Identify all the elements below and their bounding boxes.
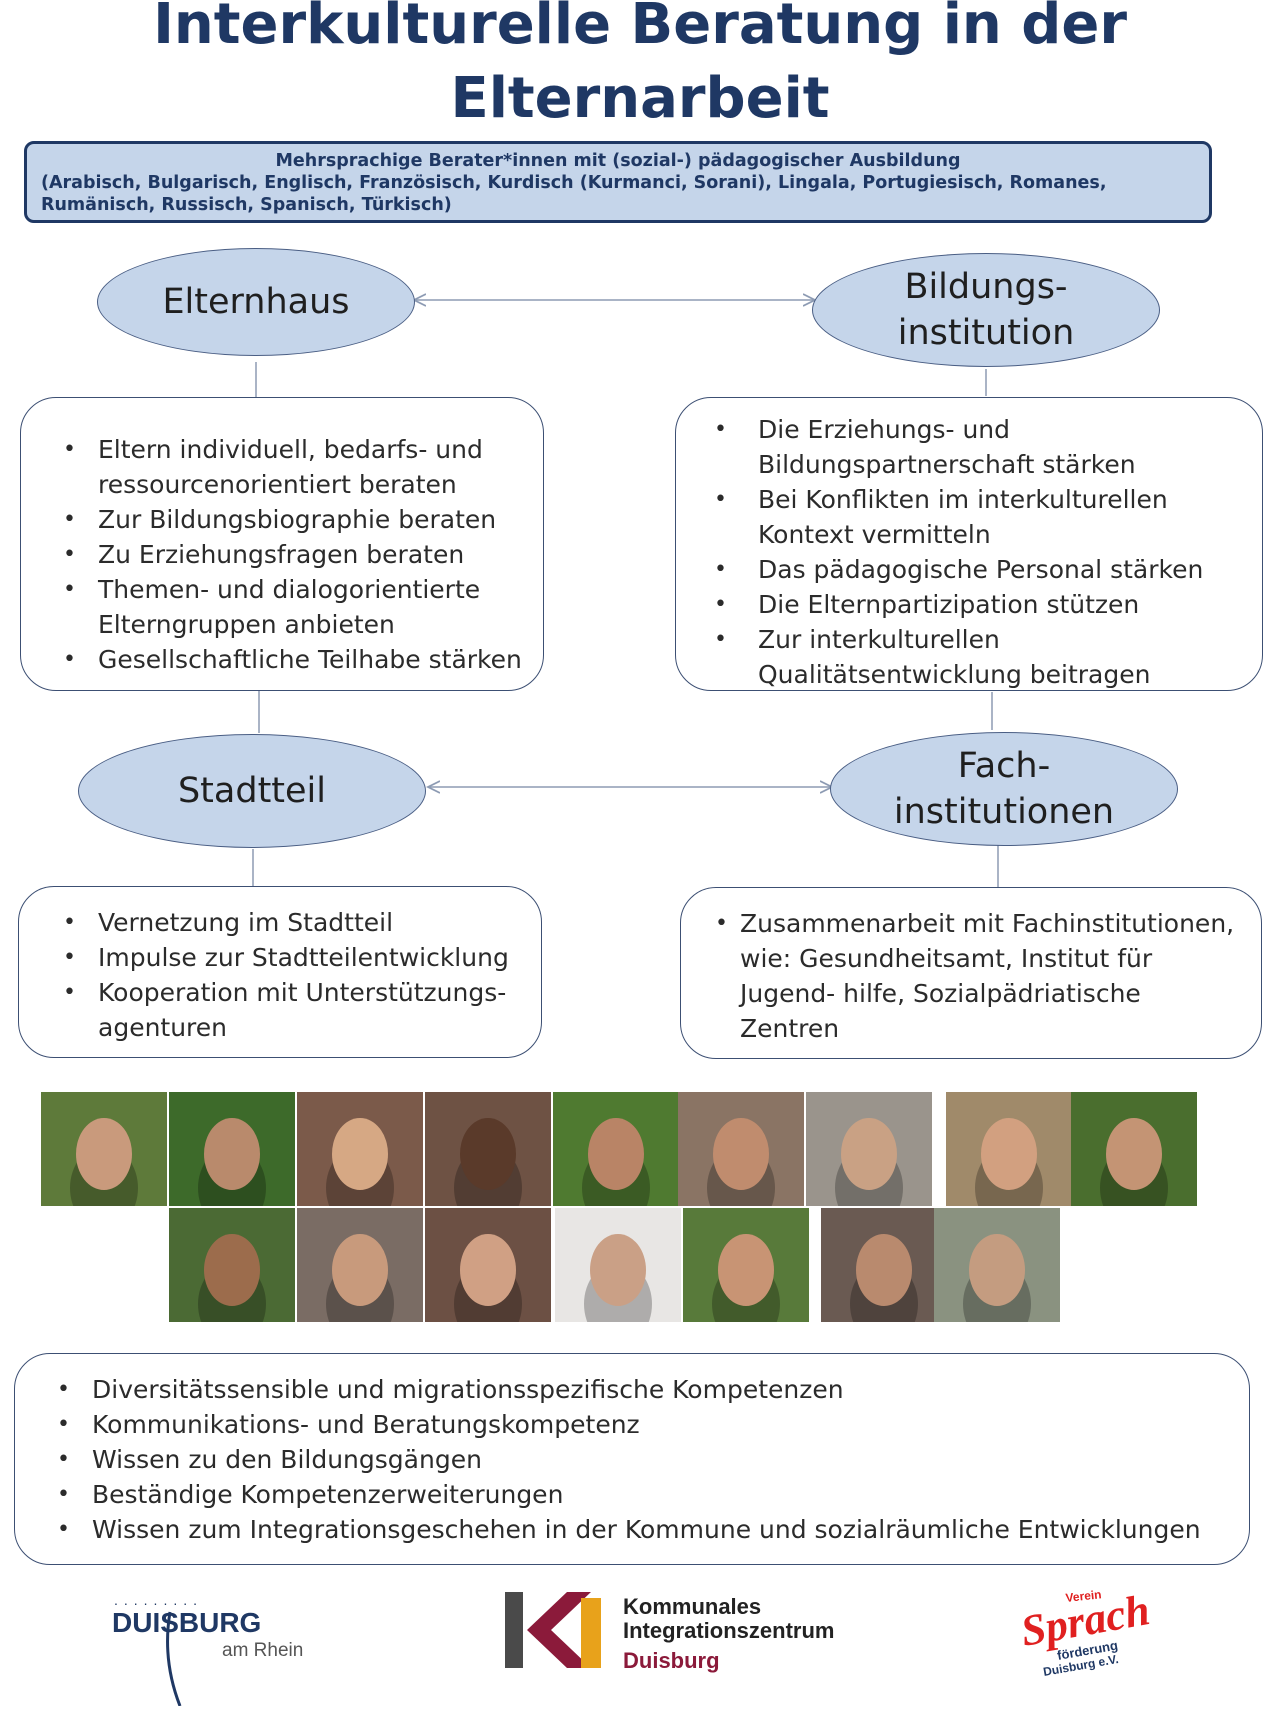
list-item: Zur interkulturellen Qualitätsentwicklun… — [694, 622, 1248, 692]
ki-line1: Kommunales — [623, 1594, 761, 1619]
stadtteil-list: Vernetzung im Stadtteil Impulse zur Stad… — [43, 905, 523, 1045]
counselor-photo — [169, 1208, 295, 1322]
elternhaus-box: Eltern individuell, bedarfs- und ressour… — [20, 397, 544, 691]
counselor-photo — [934, 1208, 1060, 1322]
list-item: Zu Erziehungsfragen beraten — [43, 537, 525, 572]
sprachfoerderung-logo: Verein Sprach förderung Duisburg e.V. — [1017, 1580, 1158, 1680]
counselor-photo — [821, 1208, 947, 1322]
competencies-box: Diversitätssensible und migrationsspezif… — [14, 1353, 1250, 1565]
list-item: Wissen zu den Bildungsgängen — [37, 1442, 1231, 1477]
counselor-photo — [678, 1092, 804, 1206]
ki-line3: Duisburg — [623, 1648, 720, 1673]
list-item: Kooperation mit Unterstützungs- agenture… — [43, 975, 523, 1045]
list-item: Impulse zur Stadtteilentwicklung — [43, 940, 523, 975]
counselor-photo — [425, 1092, 551, 1206]
node-bildung-line1: Bildungs- — [904, 267, 1068, 307]
list-item: Zur Bildungsbiographie beraten — [43, 502, 525, 537]
list-item: Kommunikations- und Beratungskompetenz — [37, 1407, 1231, 1442]
list-item: Zusammenarbeit mit Fachinstitutionen, wi… — [695, 906, 1247, 1046]
stadtteil-box: Vernetzung im Stadtteil Impulse zur Stad… — [18, 886, 542, 1058]
svg-text:.........: ......... — [114, 1592, 203, 1608]
counselor-photo — [169, 1092, 295, 1206]
list-item: Vernetzung im Stadtteil — [43, 905, 523, 940]
sprach-top: Verein — [1065, 1587, 1102, 1605]
list-item: Diversitätssensible und migrationsspezif… — [37, 1372, 1231, 1407]
node-stadtteil-label: Stadtteil — [177, 771, 327, 811]
list-item: Bei Konflikten im interkulturellen Konte… — [694, 482, 1248, 552]
node-elternhaus-label: Elternhaus — [162, 282, 350, 322]
competencies-list: Diversitätssensible und migrationsspezif… — [37, 1372, 1231, 1547]
counselor-photo — [297, 1092, 423, 1206]
counselor-photo — [297, 1208, 423, 1322]
duisburg-sub: am Rhein — [222, 1640, 303, 1661]
list-item: Die Elternpartizipation stützen — [694, 587, 1248, 622]
banner-headline: Mehrsprachige Berater*innen mit (sozial-… — [275, 151, 961, 171]
counselor-photo — [425, 1208, 551, 1322]
node-bildung-line2: institution — [897, 313, 1075, 353]
duisburg-name: DUISBURG — [112, 1607, 261, 1638]
node-fach-line2: institutionen — [893, 792, 1115, 832]
ki-logo: Kommunales Integrationszentrum Duisburg — [505, 1588, 885, 1678]
counselor-photo — [806, 1092, 932, 1206]
bildung-box: Die Erziehungs- und Bildungspartnerschaf… — [675, 397, 1263, 691]
page-title: Interkulturelle Beratung in der Elternar… — [153, 0, 1127, 131]
counselor-photo — [683, 1208, 809, 1322]
fach-list: Zusammenarbeit mit Fachinstitutionen, wi… — [695, 906, 1247, 1046]
list-item: Eltern individuell, bedarfs- und ressour… — [43, 432, 525, 502]
list-item: Themen- und dialogorientierte Elterngrup… — [43, 572, 525, 642]
fach-box: Zusammenarbeit mit Fachinstitutionen, wi… — [680, 887, 1262, 1059]
list-item: Beständige Kompetenzerweiterungen — [37, 1477, 1231, 1512]
list-item: Das pädagogische Personal stärken — [694, 552, 1248, 587]
counselor-photo — [555, 1208, 681, 1322]
node-elternhaus: Elternhaus — [97, 248, 415, 356]
list-item: Wissen zum Integrationsgeschehen in der … — [37, 1512, 1231, 1547]
banner-languages: (Arabisch, Bulgarisch, Englisch, Französ… — [41, 173, 1107, 215]
counselor-photo — [41, 1092, 167, 1206]
language-banner: Mehrsprachige Berater*innen mit (sozial-… — [24, 141, 1212, 223]
bildung-list: Die Erziehungs- und Bildungspartnerschaf… — [694, 412, 1248, 692]
elternhaus-list: Eltern individuell, bedarfs- und ressour… — [43, 432, 525, 677]
counselor-photo — [1071, 1092, 1197, 1206]
node-bildungsinstitution: Bildungs- institution — [812, 253, 1160, 367]
duisburg-logo: ......... DUISBURG am Rhein — [110, 1590, 330, 1707]
counselor-photo — [946, 1092, 1072, 1206]
counselor-photo — [553, 1092, 679, 1206]
node-fach-line1: Fach- — [957, 746, 1051, 786]
list-item: Gesellschaftliche Teilhabe stärken — [43, 642, 525, 677]
list-item: Die Erziehungs- und Bildungspartnerschaf… — [694, 412, 1248, 482]
node-fachinstitutionen: Fach- institutionen — [830, 732, 1178, 846]
node-stadtteil: Stadtteil — [78, 734, 426, 848]
ki-line2: Integrationszentrum — [623, 1618, 834, 1643]
